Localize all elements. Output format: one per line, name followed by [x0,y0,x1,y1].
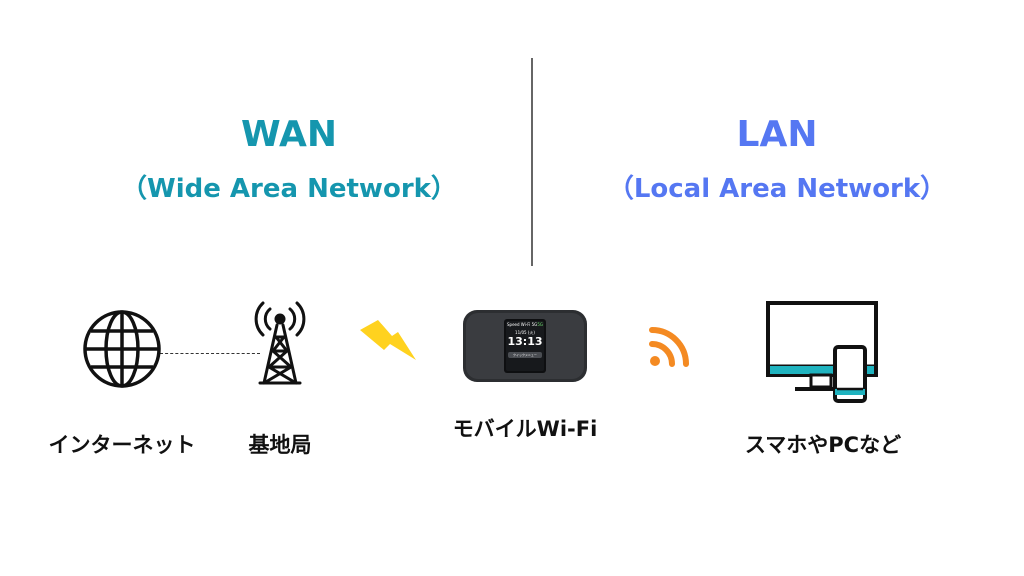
pc-smartphone-icon [765,300,881,404]
antenna-tower-icon [250,299,310,385]
lan-title: LAN [736,114,818,155]
mobile-wifi-label: モバイルWi-Fi [452,417,598,441]
lan-subtitle: （Local Area Network） [607,174,947,204]
screen-date: 11/05 (火) [515,330,535,335]
section-divider [531,58,533,266]
globe-icon [82,309,162,389]
base-station-label: 基地局 [248,433,312,457]
mobile-router-icon [463,310,587,382]
screen-bottom-bar: クイックメニュー [508,352,542,358]
screen-top-right: 5G [537,322,543,327]
wan-title: WAN [240,114,338,155]
devices-label: スマホやPCなど [744,433,902,457]
screen-time: 13:13 [507,335,543,348]
lightning-icon [360,320,418,362]
screen-top-left: Speed Wi-Fi 5G [507,322,538,327]
wan-subtitle: （Wide Area Network） [121,174,457,204]
internet-label: インターネット [48,433,196,457]
wifi-signal-icon [648,326,690,368]
router-screen: Speed Wi-Fi 5G 5G 11/05 (火) 13:13 クイックメニ… [506,321,544,371]
wired-link-line [160,353,260,354]
